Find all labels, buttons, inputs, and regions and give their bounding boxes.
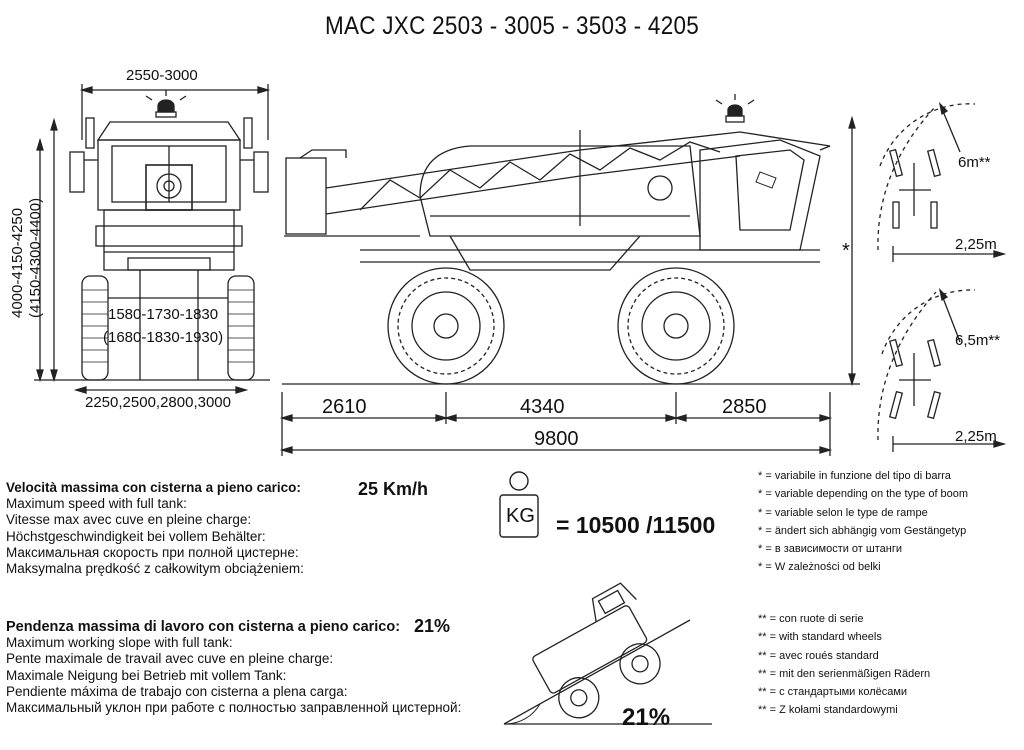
note-double-it: ** = con ruote di serie [758,613,864,625]
weight-icon [499,471,539,538]
note-single-it: * = variabile in funzione del tipo di ba… [758,470,951,482]
front-height-alt-label: (4150-4300-4400) [27,197,44,318]
turning-diagram-1 [877,102,1007,262]
slope-line-en: Maximum working slope with full tank: [6,635,233,651]
note-double-en: ** = with standard wheels [758,631,882,644]
slope-line-ru: Максимальный уклон при работе с полность… [6,700,462,716]
side-dim-wheelbase-label: 4340 [520,396,565,418]
slope-line-es: Pendiente máxima de trabajo con cisterna… [6,683,348,699]
front-track-label: 1580-1730-1830 [108,306,219,323]
speed-line-it: Velocità massima con cisterna a pieno ca… [6,480,301,495]
slope-figure-value: 21% [622,704,671,731]
speed-line-pl: Maksymalna prędkość z całkowitym obciąże… [6,561,304,577]
weight-value: = 10500 /11500 [556,512,716,538]
turning-width-2: 2,25m [955,428,997,445]
slope-line-it: Pendenza massima di lavoro con cisterna … [6,619,401,635]
speed-line-de: Höchstgeschwindigkeit bei vollem Behälte… [6,528,266,544]
note-single-fr: * = variable selon le type de rampe [758,506,928,519]
side-view-drawing [279,94,860,456]
speed-spec-list: Velocità massima con cisterna a pieno ca… [6,480,304,577]
note-single-pl: * = W zależności od belki [758,561,881,574]
note-single-ru: * = в зависимости от штанги [758,543,902,556]
side-dim-total-label: 9800 [534,428,579,450]
speed-line-fr: Vitesse max avec cuve en pleine charge: [6,512,252,528]
front-width-top-label: 2550-3000 [126,67,198,84]
slope-spec-list: Pendenza massima di lavoro con cisterna … [6,619,461,716]
front-width-bottom-label: 2250,2500,2800,3000 [85,394,231,411]
side-height-mark: * [842,240,850,262]
slope-value: 21% [414,616,451,636]
notes-double-list: ** = con ruote di serie ** = with standa… [758,610,930,720]
turning-diagram-2 [877,288,1007,452]
slope-vehicle-illustration [503,582,712,725]
front-view-drawing [34,84,271,394]
page-title: MAC JXC 2503 - 3005 - 3503 - 4205 [324,12,700,40]
note-double-fr: ** = avec roués standard [758,649,879,662]
front-track-alt-label: (1680-1830-1930) [103,329,224,346]
note-double-ru: ** = с стандартыми колёсами [758,686,908,699]
note-single-de: * = ändert sich abhängig vom Gestängetyp [758,524,967,537]
turning-width-1: 2,25m [955,236,997,253]
speed-line-en: Maximum speed with full tank: [6,496,187,512]
notes-single-list: * = variabile in funzione del tipo di ba… [758,467,968,577]
note-double-pl: ** = Z kołami standardowymi [758,704,898,717]
side-dim-rear-label: 2850 [722,396,767,418]
slope-line-fr: Pente maximale de travail avec cuve en p… [6,651,334,667]
turning-radius-2: 6,5m** [955,332,1001,349]
note-double-de: ** = mit den serienmäßigen Rädern [758,667,931,680]
turning-radius-1: 6m** [958,154,991,171]
weight-icon-label: KG [506,505,535,527]
slope-line-de: Maximale Neigung bei Betrieb mit vollem … [6,667,287,683]
note-single-en: * = variable depending on the type of bo… [758,488,969,501]
speed-line-ru: Максимальная скорость при полной цистерн… [6,544,299,560]
front-height-label: 4000-4150-4250 [9,207,26,318]
speed-value: 25 Km/h [358,479,429,499]
side-dim-front-label: 2610 [322,396,367,418]
